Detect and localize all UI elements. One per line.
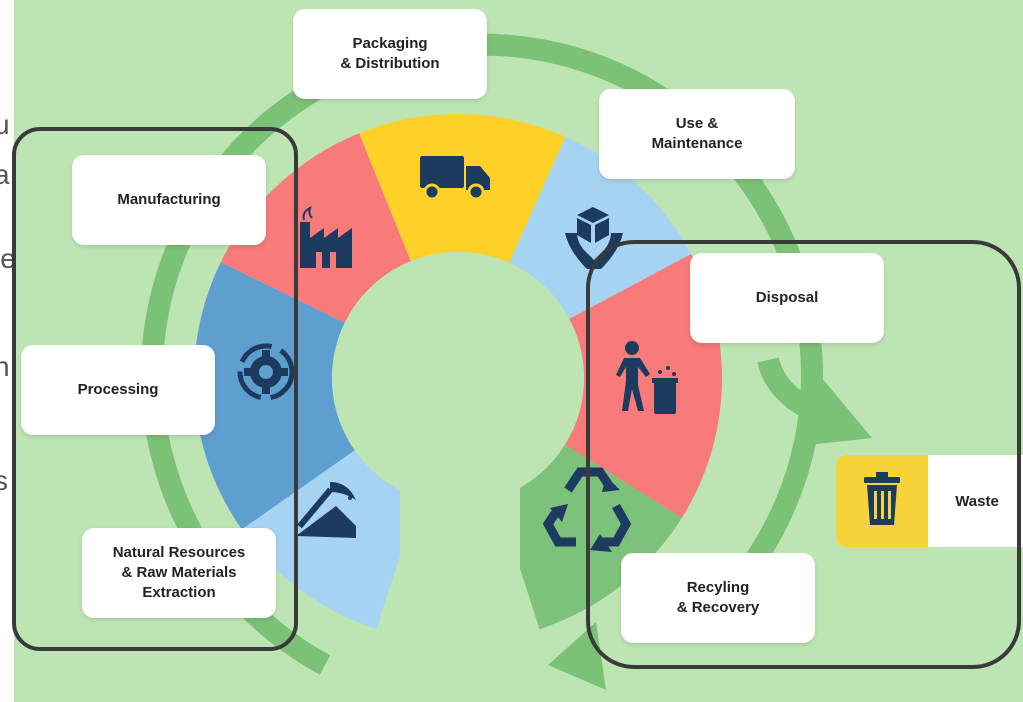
- person-trash-icon: [616, 341, 678, 414]
- stage-label-natural-resources: Natural Resources & Raw Materials Extrac…: [82, 528, 276, 618]
- waste-label: Waste: [955, 492, 999, 510]
- stage-label-use-maintenance: Use & Maintenance: [599, 89, 795, 179]
- stage-label-disposal: Disposal: [690, 253, 884, 343]
- cropped-text-fragment: u: [0, 109, 10, 140]
- stage-label-recycling-recovery: Recyling & Recovery: [621, 553, 815, 643]
- stage-label-processing: Processing: [21, 345, 215, 435]
- center-circle: [332, 252, 584, 504]
- cropped-text-fragment: s: [0, 465, 8, 496]
- stage-label-packaging: Packaging & Distribution: [293, 9, 487, 99]
- waste-arrow-head: [808, 378, 872, 445]
- trash-bin-icon: [864, 472, 900, 525]
- highlight-box-right: [586, 240, 1021, 669]
- cropped-text-fragment: a: [0, 159, 10, 190]
- gear-cycle-icon: [237, 343, 295, 401]
- cropped-text-fragment: n: [0, 351, 10, 382]
- factory-icon: [300, 206, 352, 268]
- ring-sector-4: [241, 450, 420, 630]
- center-stem: [400, 440, 520, 702]
- waste-box: Waste: [836, 455, 1023, 547]
- waste-icon-cell: [836, 455, 928, 547]
- recycle-icon: [542, 467, 632, 552]
- cropped-text-fragment: le: [0, 243, 16, 274]
- pickaxe-icon: [296, 482, 356, 538]
- stage-label-manufacturing: Manufacturing: [72, 155, 266, 245]
- ring-sector-6: [220, 133, 411, 323]
- truck-icon: [420, 156, 490, 201]
- ring-sector-0: [359, 114, 566, 263]
- highlight-box-left: [12, 127, 298, 651]
- ring-sector-2: [564, 254, 723, 518]
